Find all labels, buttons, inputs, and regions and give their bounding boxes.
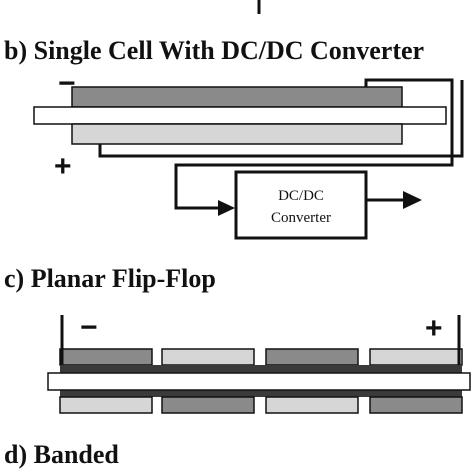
top-electrode (71, 86, 403, 108)
section-d-heading: d) Banded (4, 440, 119, 469)
minus-sign-b: − (58, 67, 76, 100)
membrane (33, 106, 447, 125)
top-electrode-3 (265, 348, 359, 366)
interconnect-lower (60, 390, 462, 397)
positive-wire (98, 80, 464, 158)
section-c-heading: c) Planar Flip-Flop (4, 264, 216, 293)
bottom-electrode-1 (59, 396, 153, 414)
membrane-flip-flop (47, 372, 471, 391)
top-electrode-2 (161, 348, 255, 366)
bottom-electrode-2 (161, 396, 255, 414)
top-electrode-1 (59, 348, 153, 366)
plus-sign-c: + (425, 312, 443, 345)
minus-sign-c: − (80, 311, 98, 344)
bottom-electrode-3 (265, 396, 359, 414)
single-cell-diagram: DC/DC Converter − + (33, 67, 464, 240)
top-electrode-4 (369, 348, 463, 366)
converter-label-line2: Converter (271, 210, 331, 226)
planar-flip-flop-diagram: − + (47, 311, 471, 414)
output-arrowhead (403, 191, 422, 209)
converter-label-line1: DC/DC (278, 188, 324, 204)
wire-arrowhead (218, 200, 235, 216)
interconnect-upper (60, 365, 462, 373)
section-b-heading: b) Single Cell With DC/DC Converter (4, 36, 425, 65)
bottom-electrode (71, 123, 403, 145)
dc-dc-converter-box (234, 170, 368, 240)
bottom-electrode-4 (369, 396, 463, 414)
negative-wire (174, 78, 454, 210)
plus-sign-b: + (54, 150, 72, 183)
